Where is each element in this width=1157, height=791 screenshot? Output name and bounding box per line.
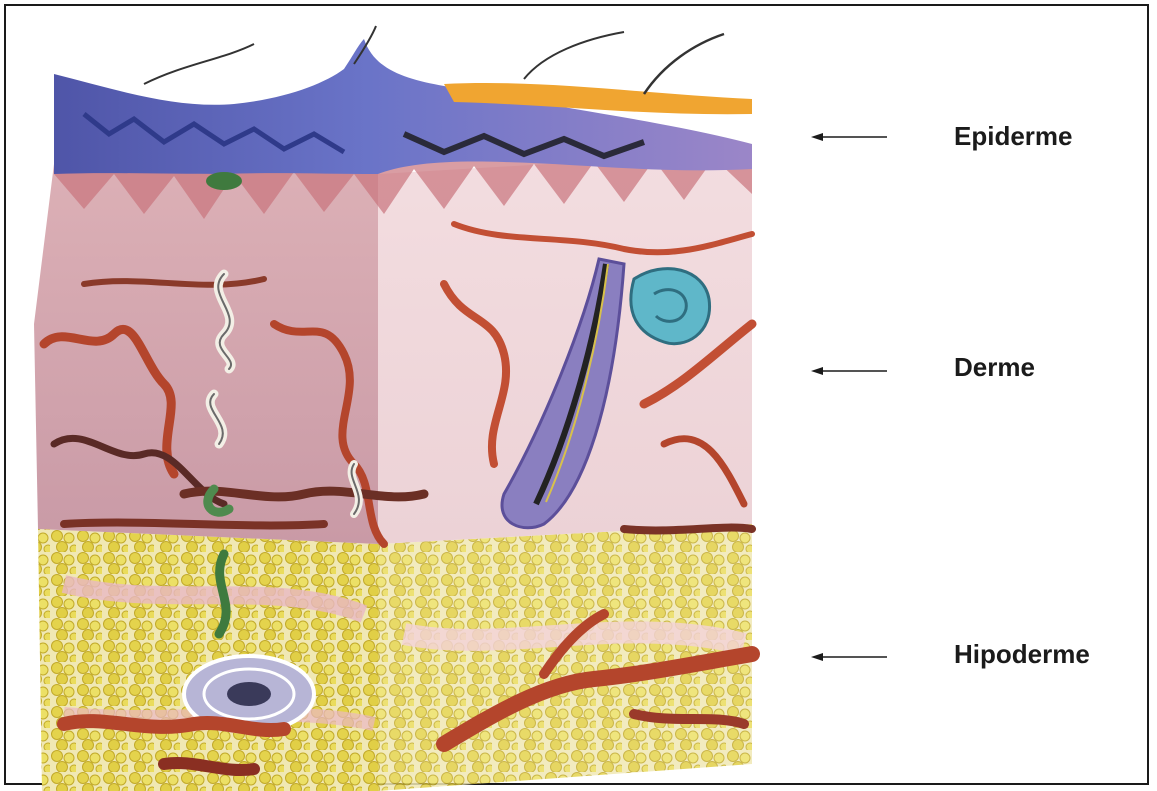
label-derme: Derme [954, 352, 1035, 382]
label-epiderme: Epiderme [954, 121, 1073, 151]
left-arrow-icon [811, 364, 887, 378]
left-arrow-icon [811, 650, 887, 664]
left-arrow-icon [811, 130, 887, 144]
label-hipoderme: Hipoderme [954, 639, 1090, 669]
figure-frame: Epiderme Derme Hipoderme [4, 4, 1149, 785]
skin-cross-section-illustration [24, 24, 779, 791]
